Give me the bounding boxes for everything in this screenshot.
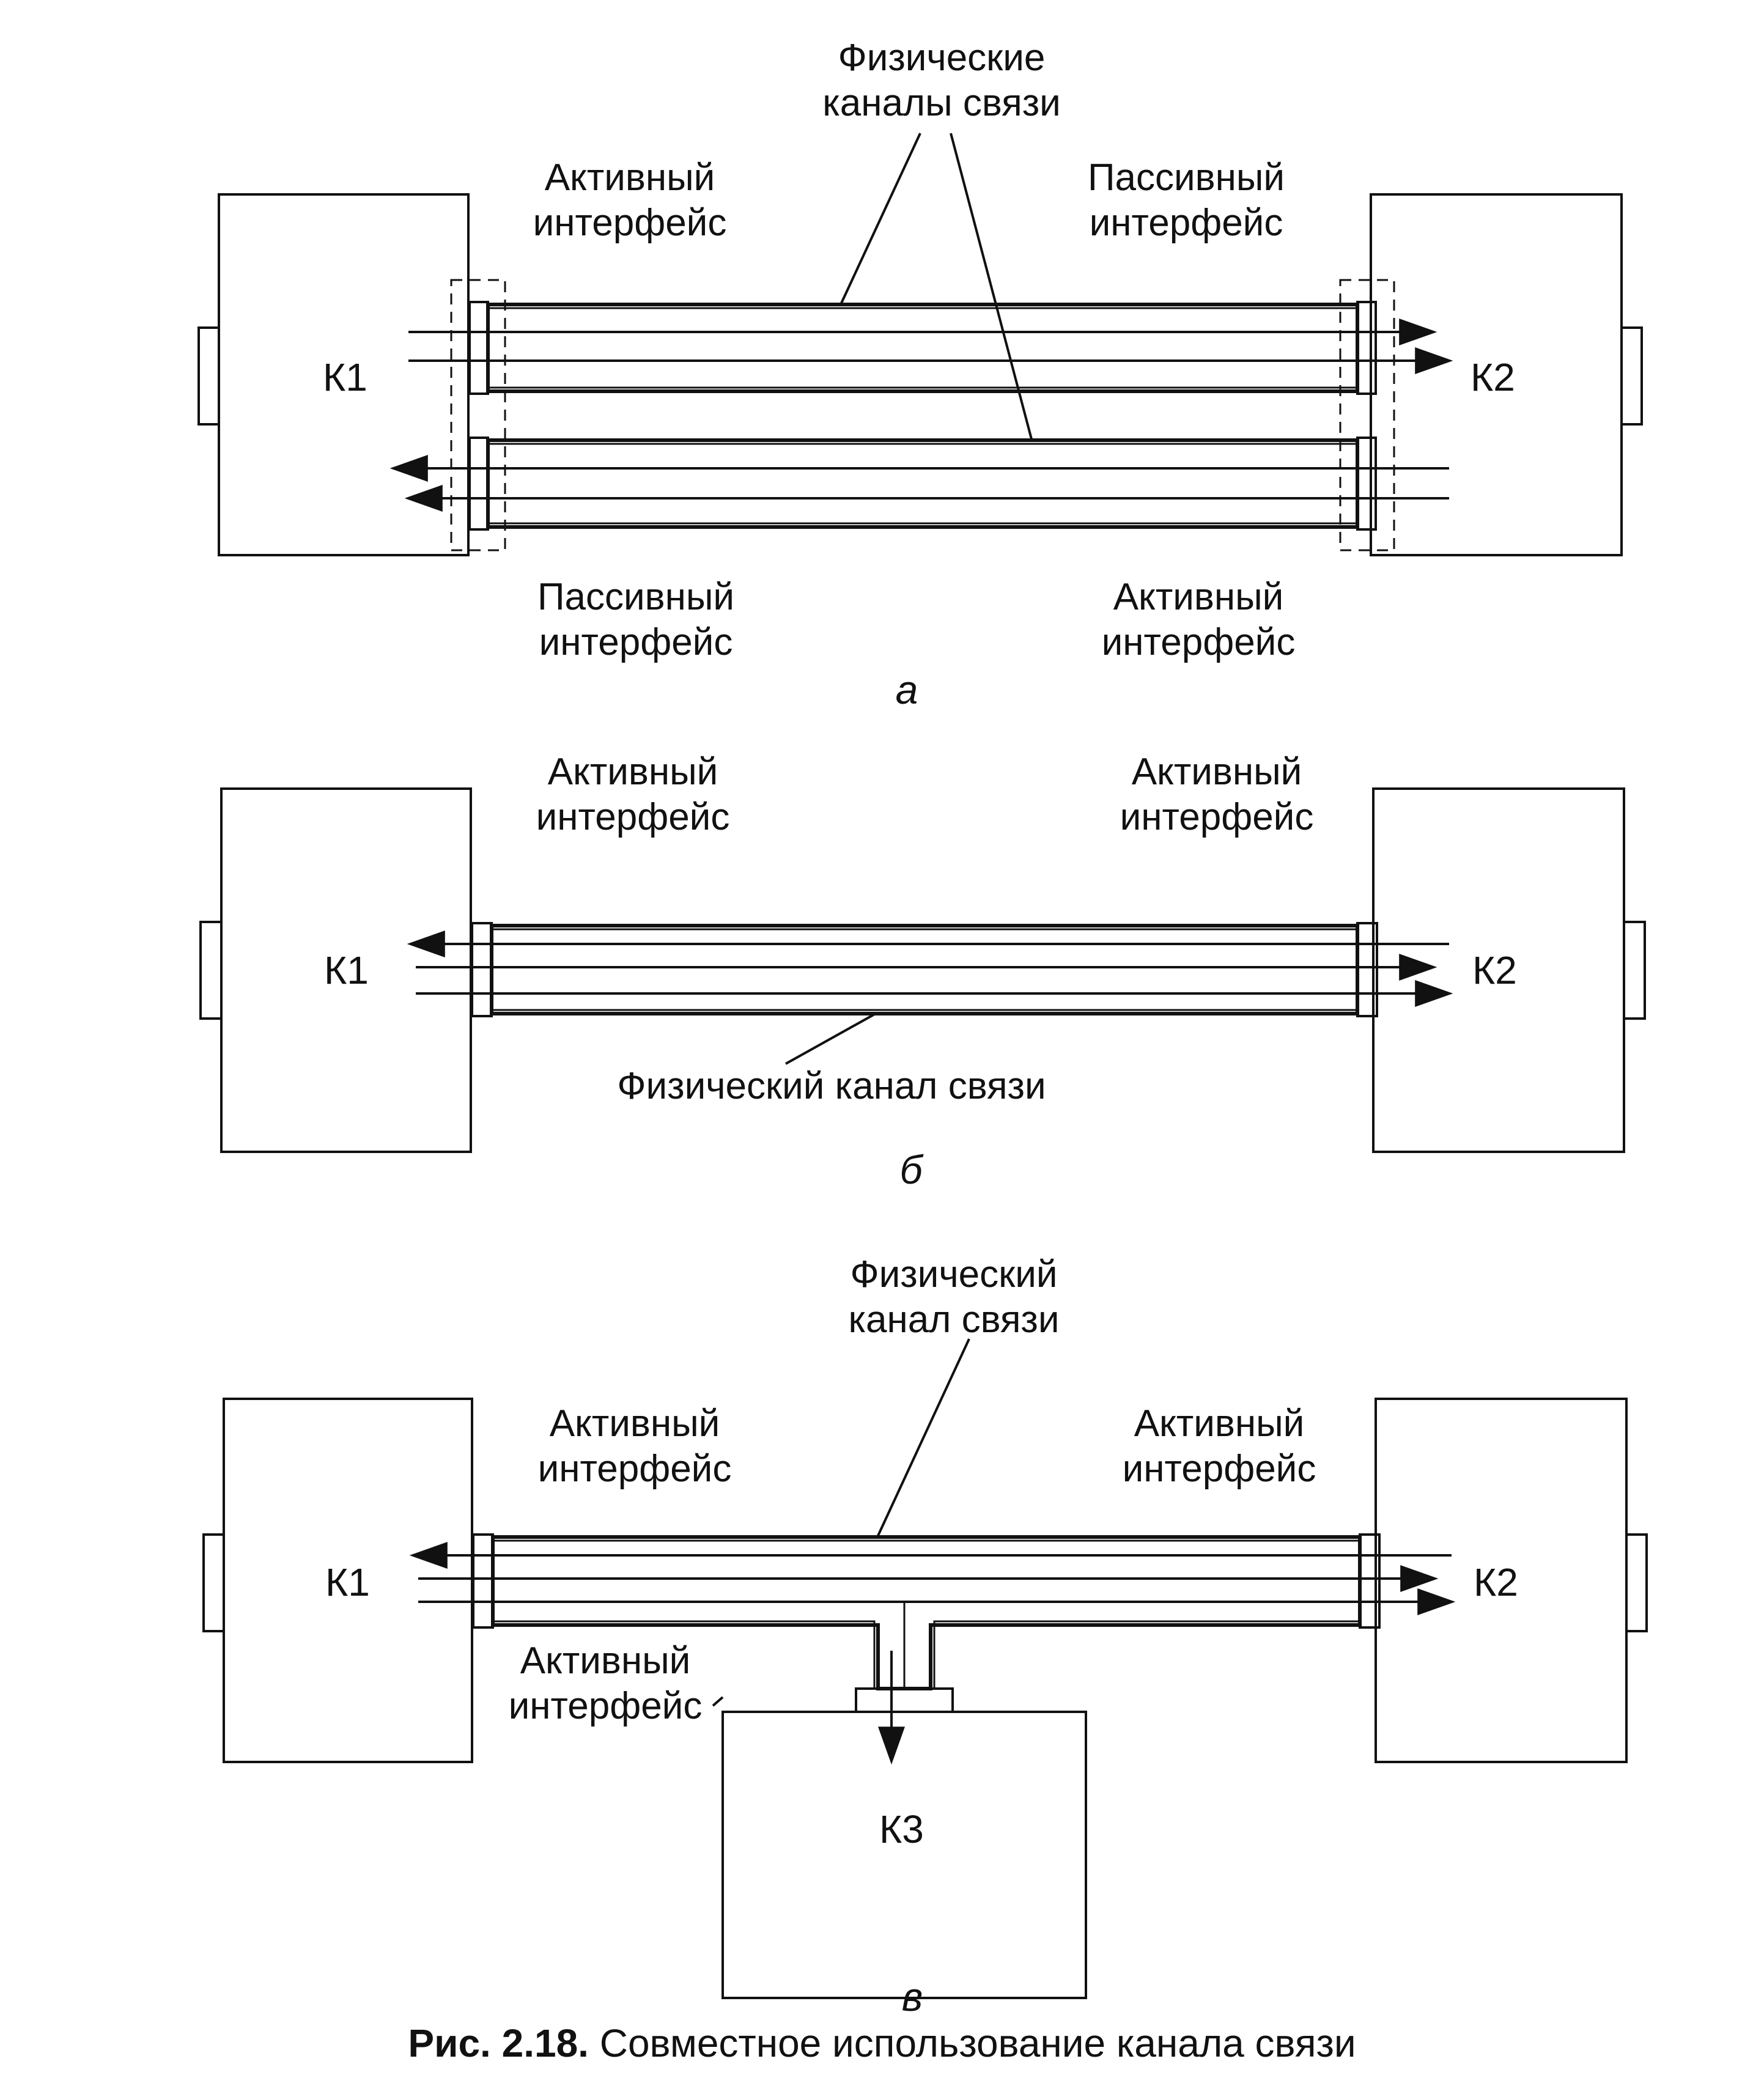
panel-c-left-label: Активный интерфейс [537,1402,732,1490]
panel-a-lower-left-connector [468,437,489,531]
panel-a-k1-label: К1 [323,355,367,399]
panel-b-channel [490,924,1359,1015]
panel-c-k2-port [1625,1533,1648,1632]
panel-c-right-label: Активный интерфейс [1122,1402,1316,1490]
panel-c-k3-label: К3 [879,1807,924,1851]
panel-c-sub-label: в [901,1974,923,2019]
panel-b-channel-label: Физический канал связи [617,1065,1046,1107]
panel-b-k1-label: К1 [324,948,369,992]
panel-c-channel-label: Физический канал связи [848,1253,1060,1341]
panel-c-k2-label: К2 [1474,1560,1518,1604]
panel-a-k2-port [1620,326,1643,426]
panel-a-bottom-right-label: Активный интерфейс [1101,576,1296,663]
panel-a-upper-right-connector [1356,301,1377,395]
panel-a-left-interface-dashed [450,279,506,551]
panel-a-channels-label: Физические каналы связи [822,37,1061,124]
panel-b-graphics [199,787,1646,1153]
panel-a-lower-channel [486,438,1359,529]
figure-caption-text: Совместное использование канала связи [588,2021,1356,2065]
panel-a-right-interface-dashed [1339,279,1395,551]
panel-b-k1-port [199,921,223,1020]
panel-a-k1-port [197,326,220,426]
panel-a-bottom-left-label: Пассивный интерфейс [537,576,735,663]
panel-a-lower-right-connector [1356,437,1377,531]
panel-c-left-connector [472,1533,494,1629]
panel-c-bottom-label: Активный интерфейс [508,1640,703,1727]
panel-a-top-right-label: Пассивный интерфейс [1087,157,1285,244]
panel-c-leader-channel [876,1338,970,1538]
panel-b-left-connector [471,922,493,1017]
panel-b-k2-port [1623,921,1646,1020]
panel-b-sub-label: б [899,1147,923,1192]
panel-c-k3-box [721,1711,1087,1999]
panel-c-leader-bottom [712,1696,724,1707]
panel-b-leader [785,1012,876,1065]
figure-caption: Рис. 2.18. Совместное использование кана… [0,2021,1764,2066]
panel-a-graphics [197,133,1643,556]
panel-a-sub-label: а [895,667,918,712]
panel-c-graphics [202,1338,1648,1999]
panel-b-k2-label: К2 [1472,948,1517,992]
panel-a-k2-label: К2 [1471,355,1515,399]
panel-a-top-left-label: Активный интерфейс [533,157,727,244]
panel-c-k1-label: К1 [325,1560,370,1604]
panel-c-channel [491,1535,1362,1690]
panel-c-k3-port [855,1687,954,1713]
figure-number: Рис. 2.18. [408,2021,589,2065]
panel-b-right-label: Активный интерфейс [1120,751,1314,838]
panel-a-leader-lower [950,133,1033,442]
panel-a-upper-channel [486,303,1359,393]
panel-a-leader-upper [840,133,921,305]
panel-a-upper-left-connector [468,301,489,395]
panel-c-k1-port [202,1533,225,1632]
panel-b-left-label: Активный интерфейс [536,751,730,838]
